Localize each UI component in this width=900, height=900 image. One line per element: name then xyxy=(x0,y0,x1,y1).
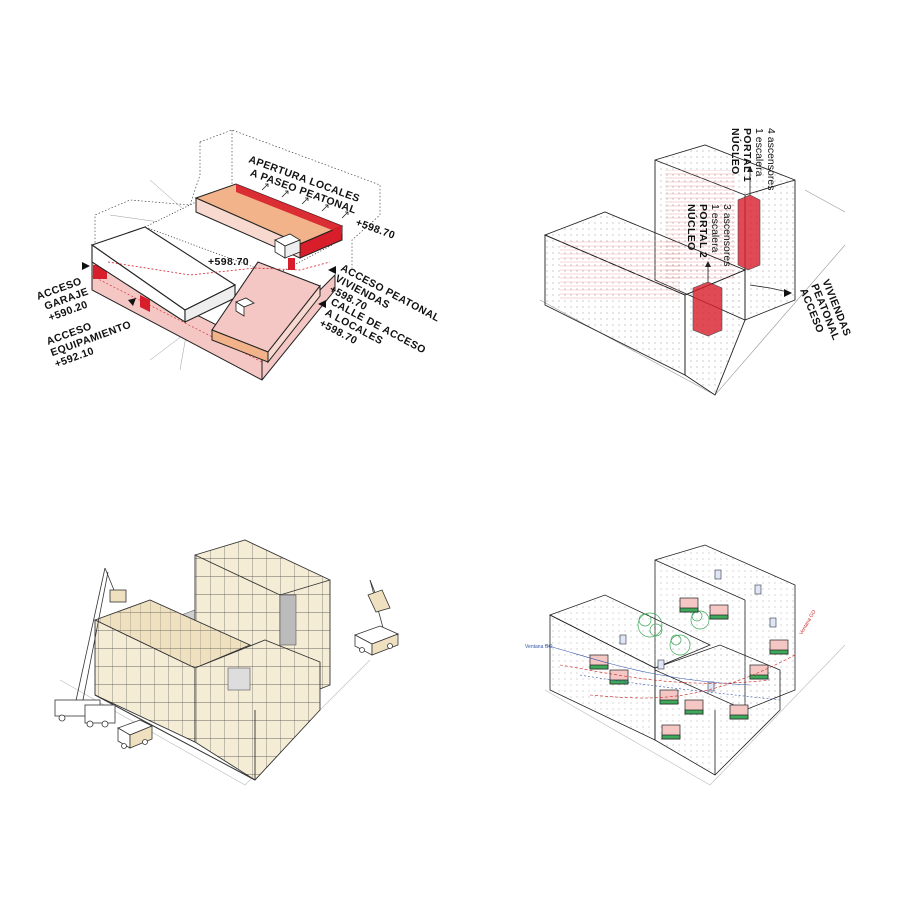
front-wing-structure xyxy=(194,639,321,781)
svg-text:NÚCLEO: NÚCLEO xyxy=(685,204,698,251)
svg-text:1 escalera: 1 escalera xyxy=(709,204,721,253)
svg-text:1 escalera: 1 escalera xyxy=(753,128,765,177)
nucleo-portal-1 xyxy=(737,194,761,271)
axonometric-accesos-diagram: APERTURA LOCALES A PASEO PEATONAL +598.7… xyxy=(35,129,442,381)
label-right-tag: Ventana GO xyxy=(799,609,818,636)
truck-bottom xyxy=(117,719,153,749)
panel-construccion xyxy=(0,450,450,900)
svg-text:NÚCLEO: NÚCLEO xyxy=(729,128,742,175)
panel-accesos: APERTURA LOCALES A PASEO PEATONAL +598.7… xyxy=(0,0,450,450)
courtyard-trees xyxy=(637,610,710,656)
label-nucleo-portal-2: NÚCLEO PORTAL 2 1 escalera 3 ascensores xyxy=(685,204,733,266)
panel-ventilacion: Ventana GO Ventana GO xyxy=(450,450,900,900)
axonometric-nucleos-diagram: NÚCLEO PORTAL 1 1 escalera 4 ascensores … xyxy=(539,128,853,396)
label-apertura-level: +598.70 xyxy=(354,217,397,242)
crane-right xyxy=(354,579,400,656)
label-acceso-peatonal-viviendas: ACCESO PEATONAL VIVIENDAS xyxy=(797,278,853,343)
window-panes xyxy=(619,569,777,692)
airflow-lines xyxy=(544,644,796,701)
dotted-outline xyxy=(94,129,381,268)
axonometric-ventilation-diagram: Ventana GO Ventana GO xyxy=(525,544,846,786)
label-acceso-garaje: ACCESO GARAJE +590.20 xyxy=(35,275,90,324)
label-left-tag: Ventana GO xyxy=(525,644,553,650)
label-nucleo-portal-1: NÚCLEO PORTAL 1 1 escalera 4 ascensores xyxy=(729,128,777,190)
nucleo-portal-2 xyxy=(692,281,723,337)
svg-text:PORTAL 2: PORTAL 2 xyxy=(697,204,709,258)
crane-left xyxy=(54,567,127,728)
svg-text:4 ascensores: 4 ascensores xyxy=(765,128,777,190)
axonometric-construction-diagram xyxy=(54,539,400,786)
label-center-level: +598.70 xyxy=(208,256,249,268)
panel-nucleos: NÚCLEO PORTAL 1 1 escalera 4 ascensores … xyxy=(450,0,900,450)
equipamiento-access-mark xyxy=(140,295,150,312)
svg-text:PORTAL 1: PORTAL 1 xyxy=(741,128,753,182)
svg-text:3 ascensores: 3 ascensores xyxy=(721,204,733,266)
apertura-arrows xyxy=(261,183,349,219)
